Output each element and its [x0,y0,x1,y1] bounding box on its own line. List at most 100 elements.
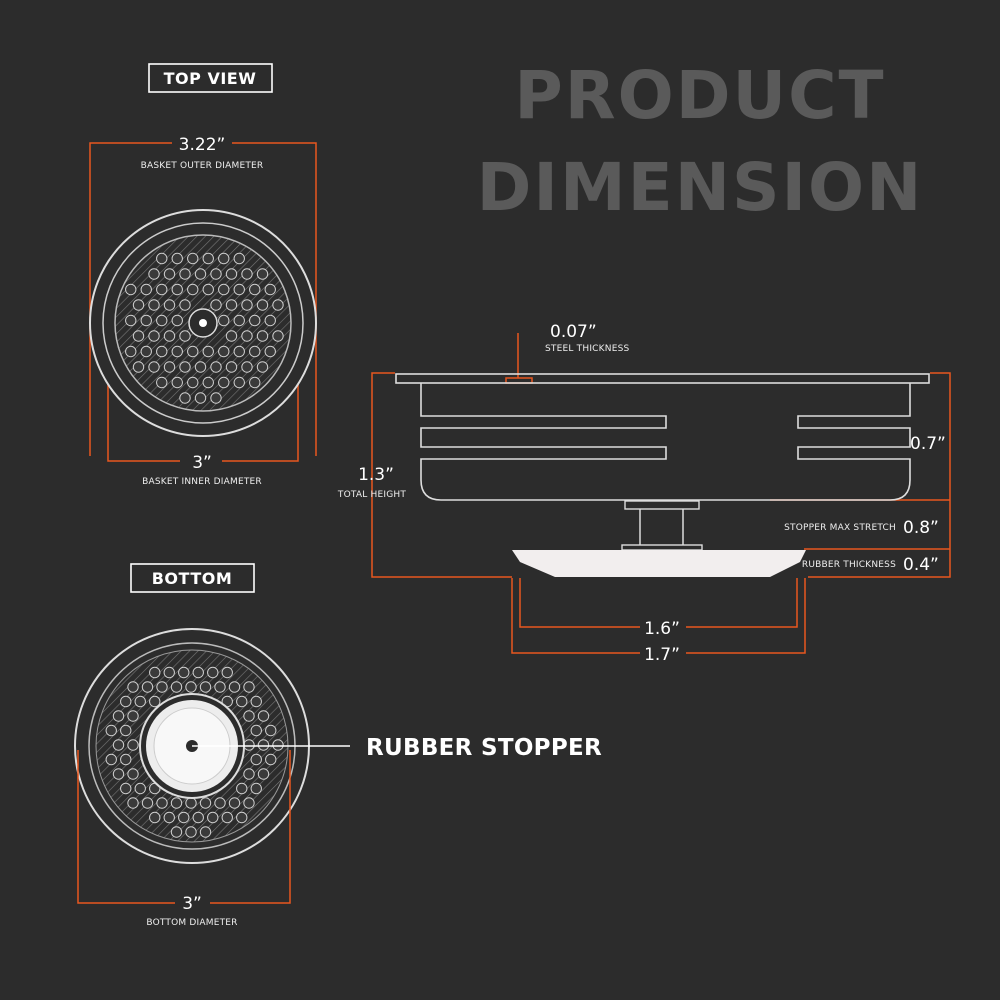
perforation-hole [225,330,238,342]
perforation-hole [264,314,276,327]
perforation-hole [265,753,277,766]
title-line-2: DIMENSION [477,149,924,226]
perforation-hole [156,681,168,693]
perforation-hole [199,826,212,838]
perforation-hole [185,797,197,809]
perforation-hole [171,252,183,265]
perforation-hole [149,811,161,824]
steel-thickness-leader [505,333,533,384]
basket-height-value: 0.7” [910,434,946,454]
perforation-hole [120,753,132,766]
title-line-1: PRODUCT [514,57,885,134]
perforation-hole [112,768,125,780]
perforation-hole [125,314,137,327]
perforation-hole [233,376,245,389]
inner-width-bracket [519,578,798,628]
rubber-thickness-value: 0.4” [903,555,939,575]
stem-collar [624,500,700,510]
perforation-hole [140,283,152,296]
perforation-hole [228,681,241,693]
perforation-hole [170,681,183,693]
perforation-hole [120,695,132,708]
perforation-hole [225,299,238,311]
perforation-hole [171,314,183,327]
perforation-hole [207,666,219,679]
perforation-hole [202,345,214,358]
perforation-hole [241,330,253,342]
perforation-hole [163,811,175,824]
bottom-label-box [130,563,255,593]
bottom-diameter-value: 3” [182,894,202,914]
perforation-hole [171,345,183,358]
perforation-hole [170,797,183,809]
perforation-hole [140,314,152,327]
perforation-hole [149,666,161,679]
bottom-diameter-bracket [77,750,291,904]
perforation-hole [250,724,262,737]
perforation-hole [256,361,269,373]
perforation-hole [163,666,175,679]
perforation-hole [210,361,222,373]
perforation-hole [236,811,248,824]
perforation-hole [233,314,245,327]
perforation-hole [127,739,139,751]
bottom-label: BOTTOM [152,569,233,588]
perforation-hole [156,345,168,358]
perforation-hole [132,361,145,373]
perforation-hole [132,299,145,311]
perforation-hole [250,695,262,708]
perforation-hole [194,361,207,373]
perforation-hole [163,299,176,311]
perforation-hole [141,797,154,809]
perforation-hole [125,283,137,296]
top-view: TOP VIEW 3.22” BASKET OUTER DIAMETER 3” … [89,63,317,487]
perforation-hole [194,268,207,280]
perforation-hole [272,739,284,751]
perforation-hole [127,768,139,780]
perforation-hole [149,695,161,708]
rubber-stopper-callout: RUBBER STOPPER [366,735,602,761]
perforation-hole [236,782,248,795]
perforation-hole [214,797,226,809]
perforation-hole [202,252,214,265]
perforation-hole [272,299,284,311]
perforation-hole [112,739,125,751]
center-post-dot [199,319,207,327]
perforation-hole [140,345,152,358]
perforation-hole [127,797,139,809]
perforation-hole [148,330,160,342]
perforation-hole [249,345,261,358]
perforation-hole [249,283,261,296]
top-view-label: TOP VIEW [164,69,257,88]
perforation-hole [221,811,233,824]
perforation-hole [257,710,270,722]
perforation-hole [256,268,269,280]
perforation-hole [243,710,255,722]
perforation-hole [192,811,204,824]
perforation-hole [192,666,204,679]
perforation-hole [187,283,199,296]
perforation-hole [225,361,238,373]
perforation-hole [163,330,176,342]
perforation-hole [264,283,276,296]
perforation-hole [185,826,197,838]
perforation-hole [120,724,132,737]
perforation-hole [134,782,146,795]
perforation-hole [272,330,284,342]
perforation-hole [141,681,154,693]
perforation-hole [199,797,212,809]
total-height-value: 1.3” [358,465,394,485]
perforation-hole [241,299,253,311]
perforation-hole [156,252,168,265]
outer-width-bracket [511,578,806,654]
perforation-hole [265,724,277,737]
perforation-hole [156,283,168,296]
perforation-hole [105,753,117,766]
perforation-hole [214,681,226,693]
perforation-hole [178,666,190,679]
perforation-hole [218,314,230,327]
perforation-hole [148,268,160,280]
perforation-hole [257,739,270,751]
rubber-thickness-label: RUBBER THICKNESS [802,560,896,570]
